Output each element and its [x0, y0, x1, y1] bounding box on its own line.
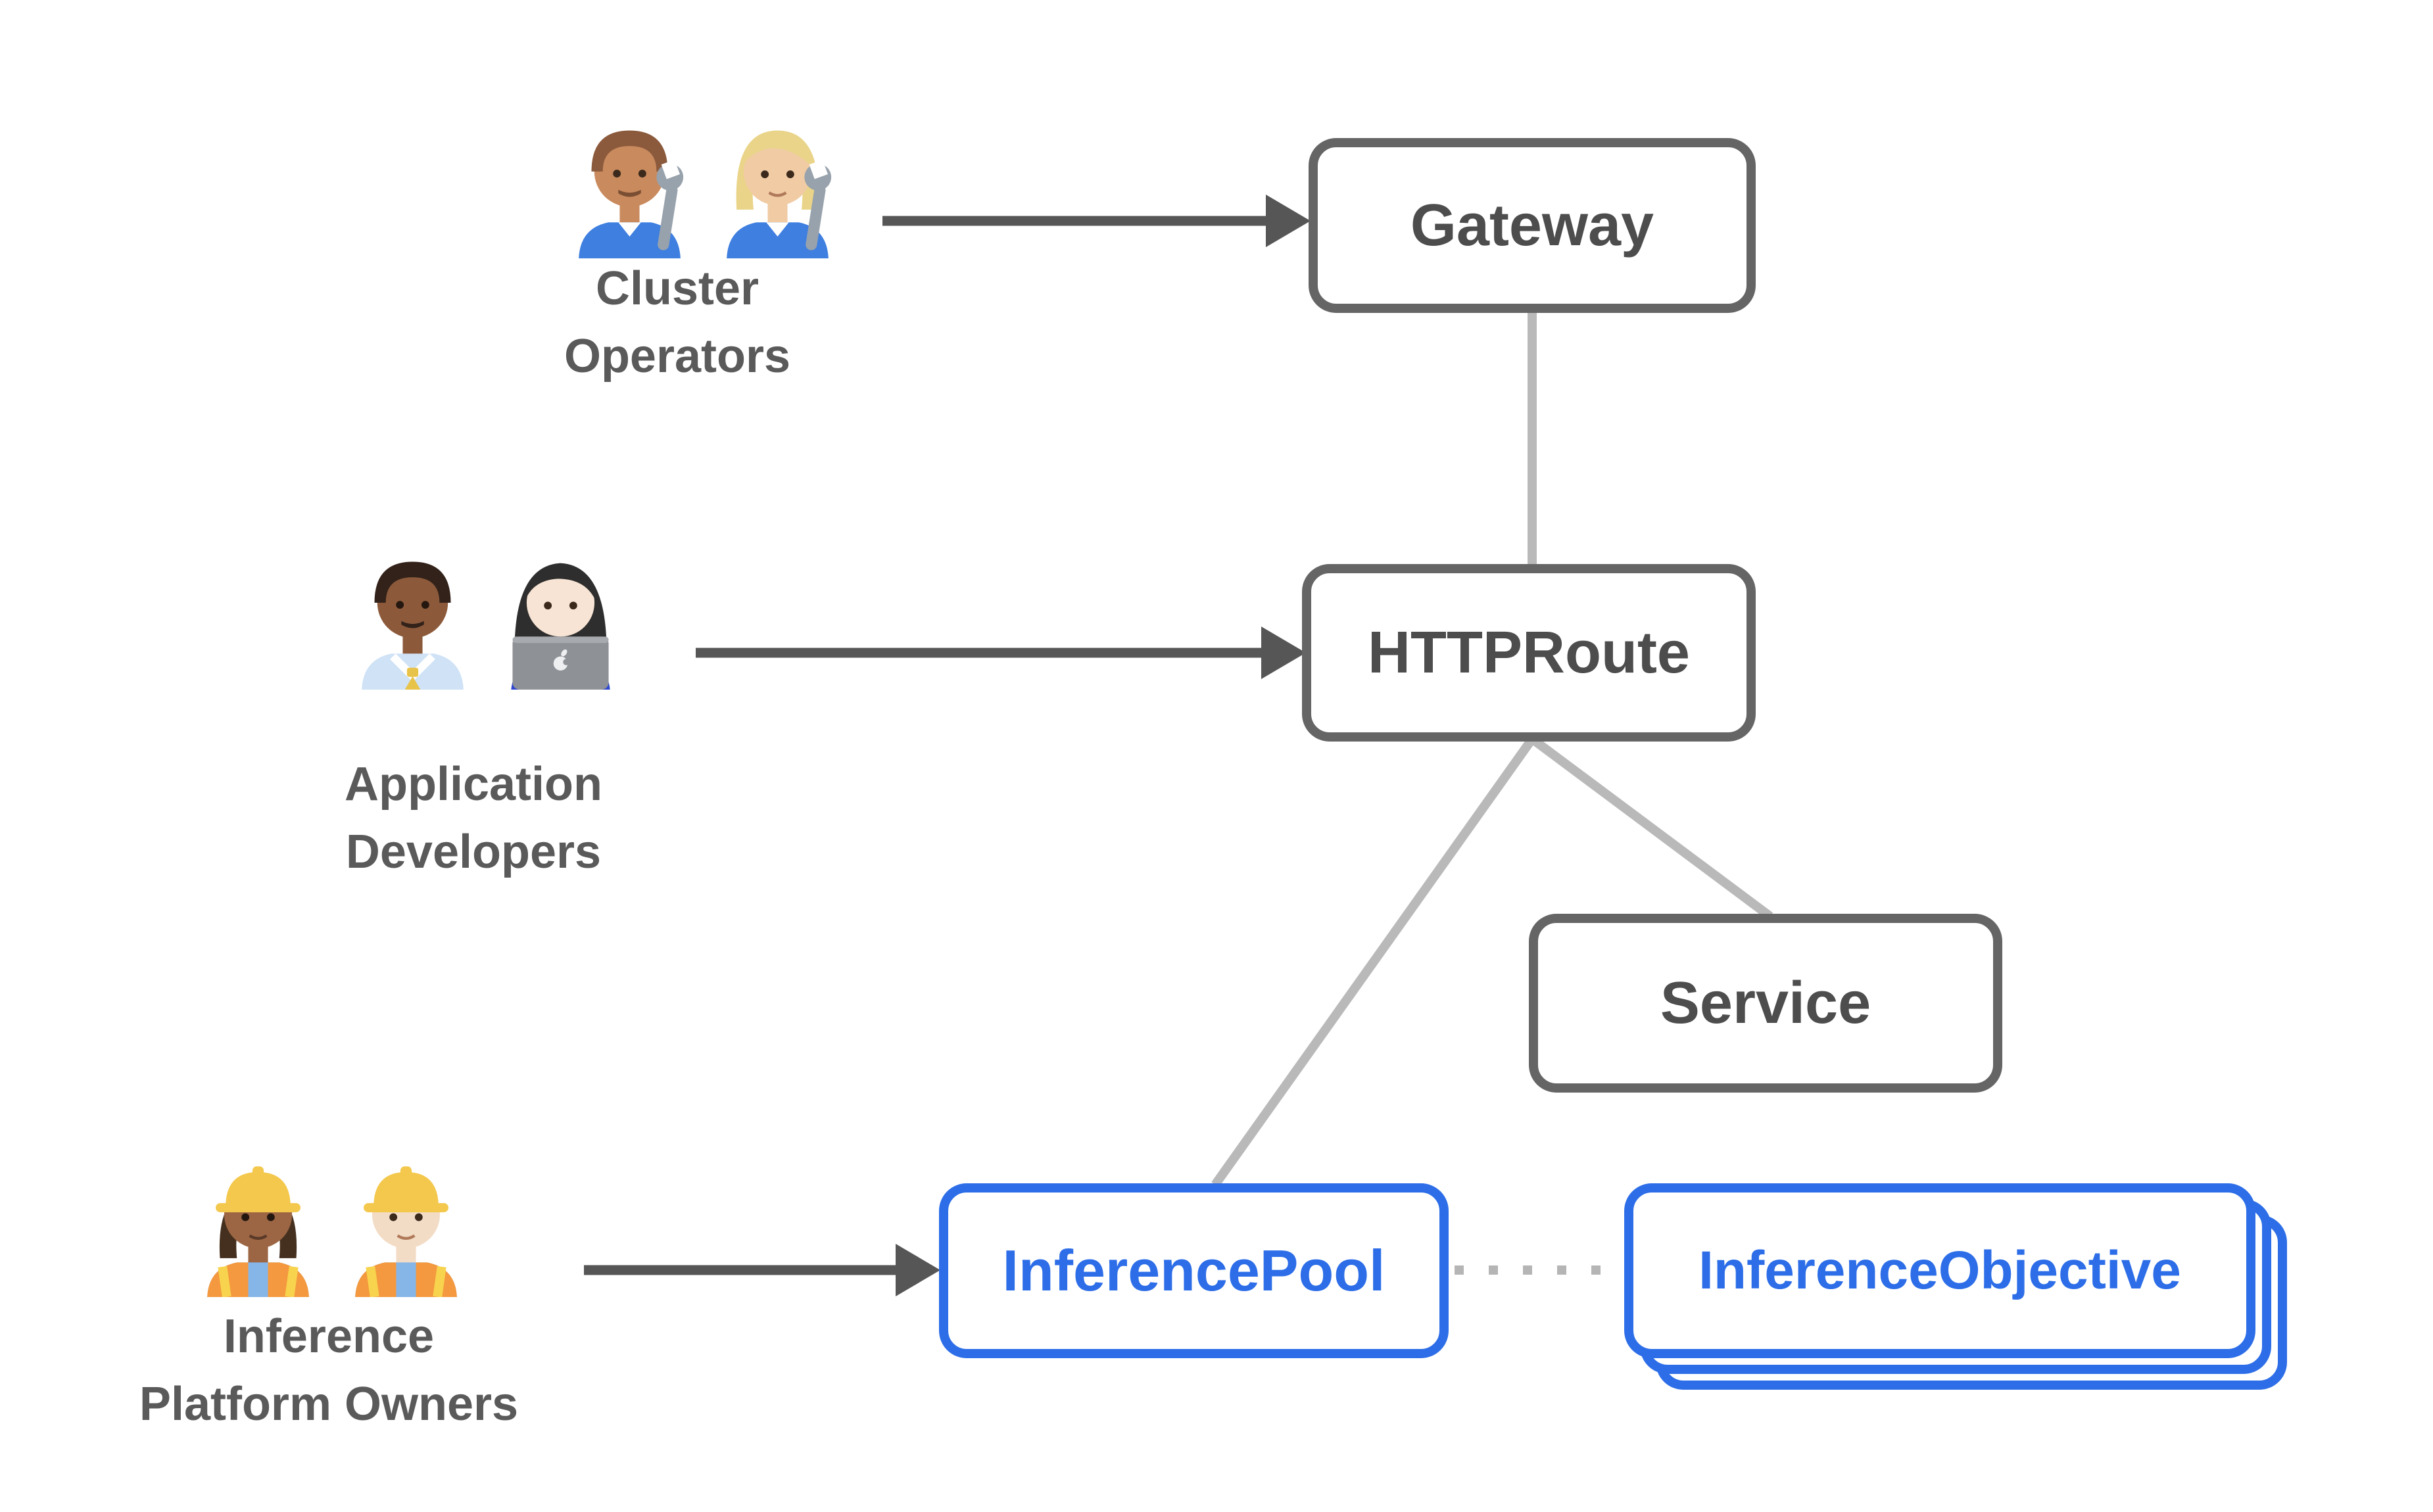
inferencepool-label: InferencePool	[1002, 1238, 1385, 1303]
woman-mechanic-emoji	[727, 130, 832, 258]
inference-platform-owners-emojis	[187, 1145, 477, 1297]
service-node: Service	[1529, 914, 2002, 1093]
httproute-label: HTTPRoute	[1368, 619, 1690, 686]
httproute-inferencepool-line	[1211, 736, 1536, 1188]
cluster-operators-label-line2: Operators	[564, 330, 791, 383]
man-office-worker-emoji	[362, 561, 464, 690]
inference-platform-owners-label-line1: Inference	[223, 1310, 435, 1363]
inferenceobjective-label: InferenceObjective	[1698, 1240, 2181, 1300]
inferenceobjective-node: InferenceObjective	[1624, 1183, 2255, 1358]
httproute-node: HTTPRoute	[1302, 564, 1756, 742]
inference-platform-owners-label: Inference Platform Owners	[108, 1303, 549, 1438]
platform-owners-arrowhead	[896, 1244, 940, 1296]
cluster-operators-arrowhead	[1266, 195, 1311, 247]
cluster-operators-emojis	[559, 106, 848, 258]
service-label: Service	[1660, 970, 1871, 1036]
application-developers-emojis	[342, 538, 631, 690]
man-construction-worker-emoji	[355, 1166, 457, 1297]
gateway-label: Gateway	[1410, 192, 1654, 258]
httproute-service-line	[1529, 735, 1773, 920]
woman-technologist-emoji	[511, 563, 610, 690]
application-developers-label: Application Developers	[263, 751, 684, 886]
cluster-operators-label: Cluster Operators	[473, 255, 881, 390]
inferencepool-node: InferencePool	[939, 1183, 1449, 1358]
cluster-operators-label-line1: Cluster	[595, 262, 759, 315]
man-mechanic-emoji	[579, 130, 684, 258]
gateway-node: Gateway	[1309, 138, 1756, 313]
application-developers-arrowhead	[1261, 626, 1306, 679]
application-developers-label-line1: Application	[345, 758, 602, 811]
inference-platform-owners-label-line2: Platform Owners	[139, 1378, 519, 1430]
application-developers-label-line2: Developers	[345, 826, 602, 878]
woman-construction-worker-emoji	[207, 1166, 309, 1297]
